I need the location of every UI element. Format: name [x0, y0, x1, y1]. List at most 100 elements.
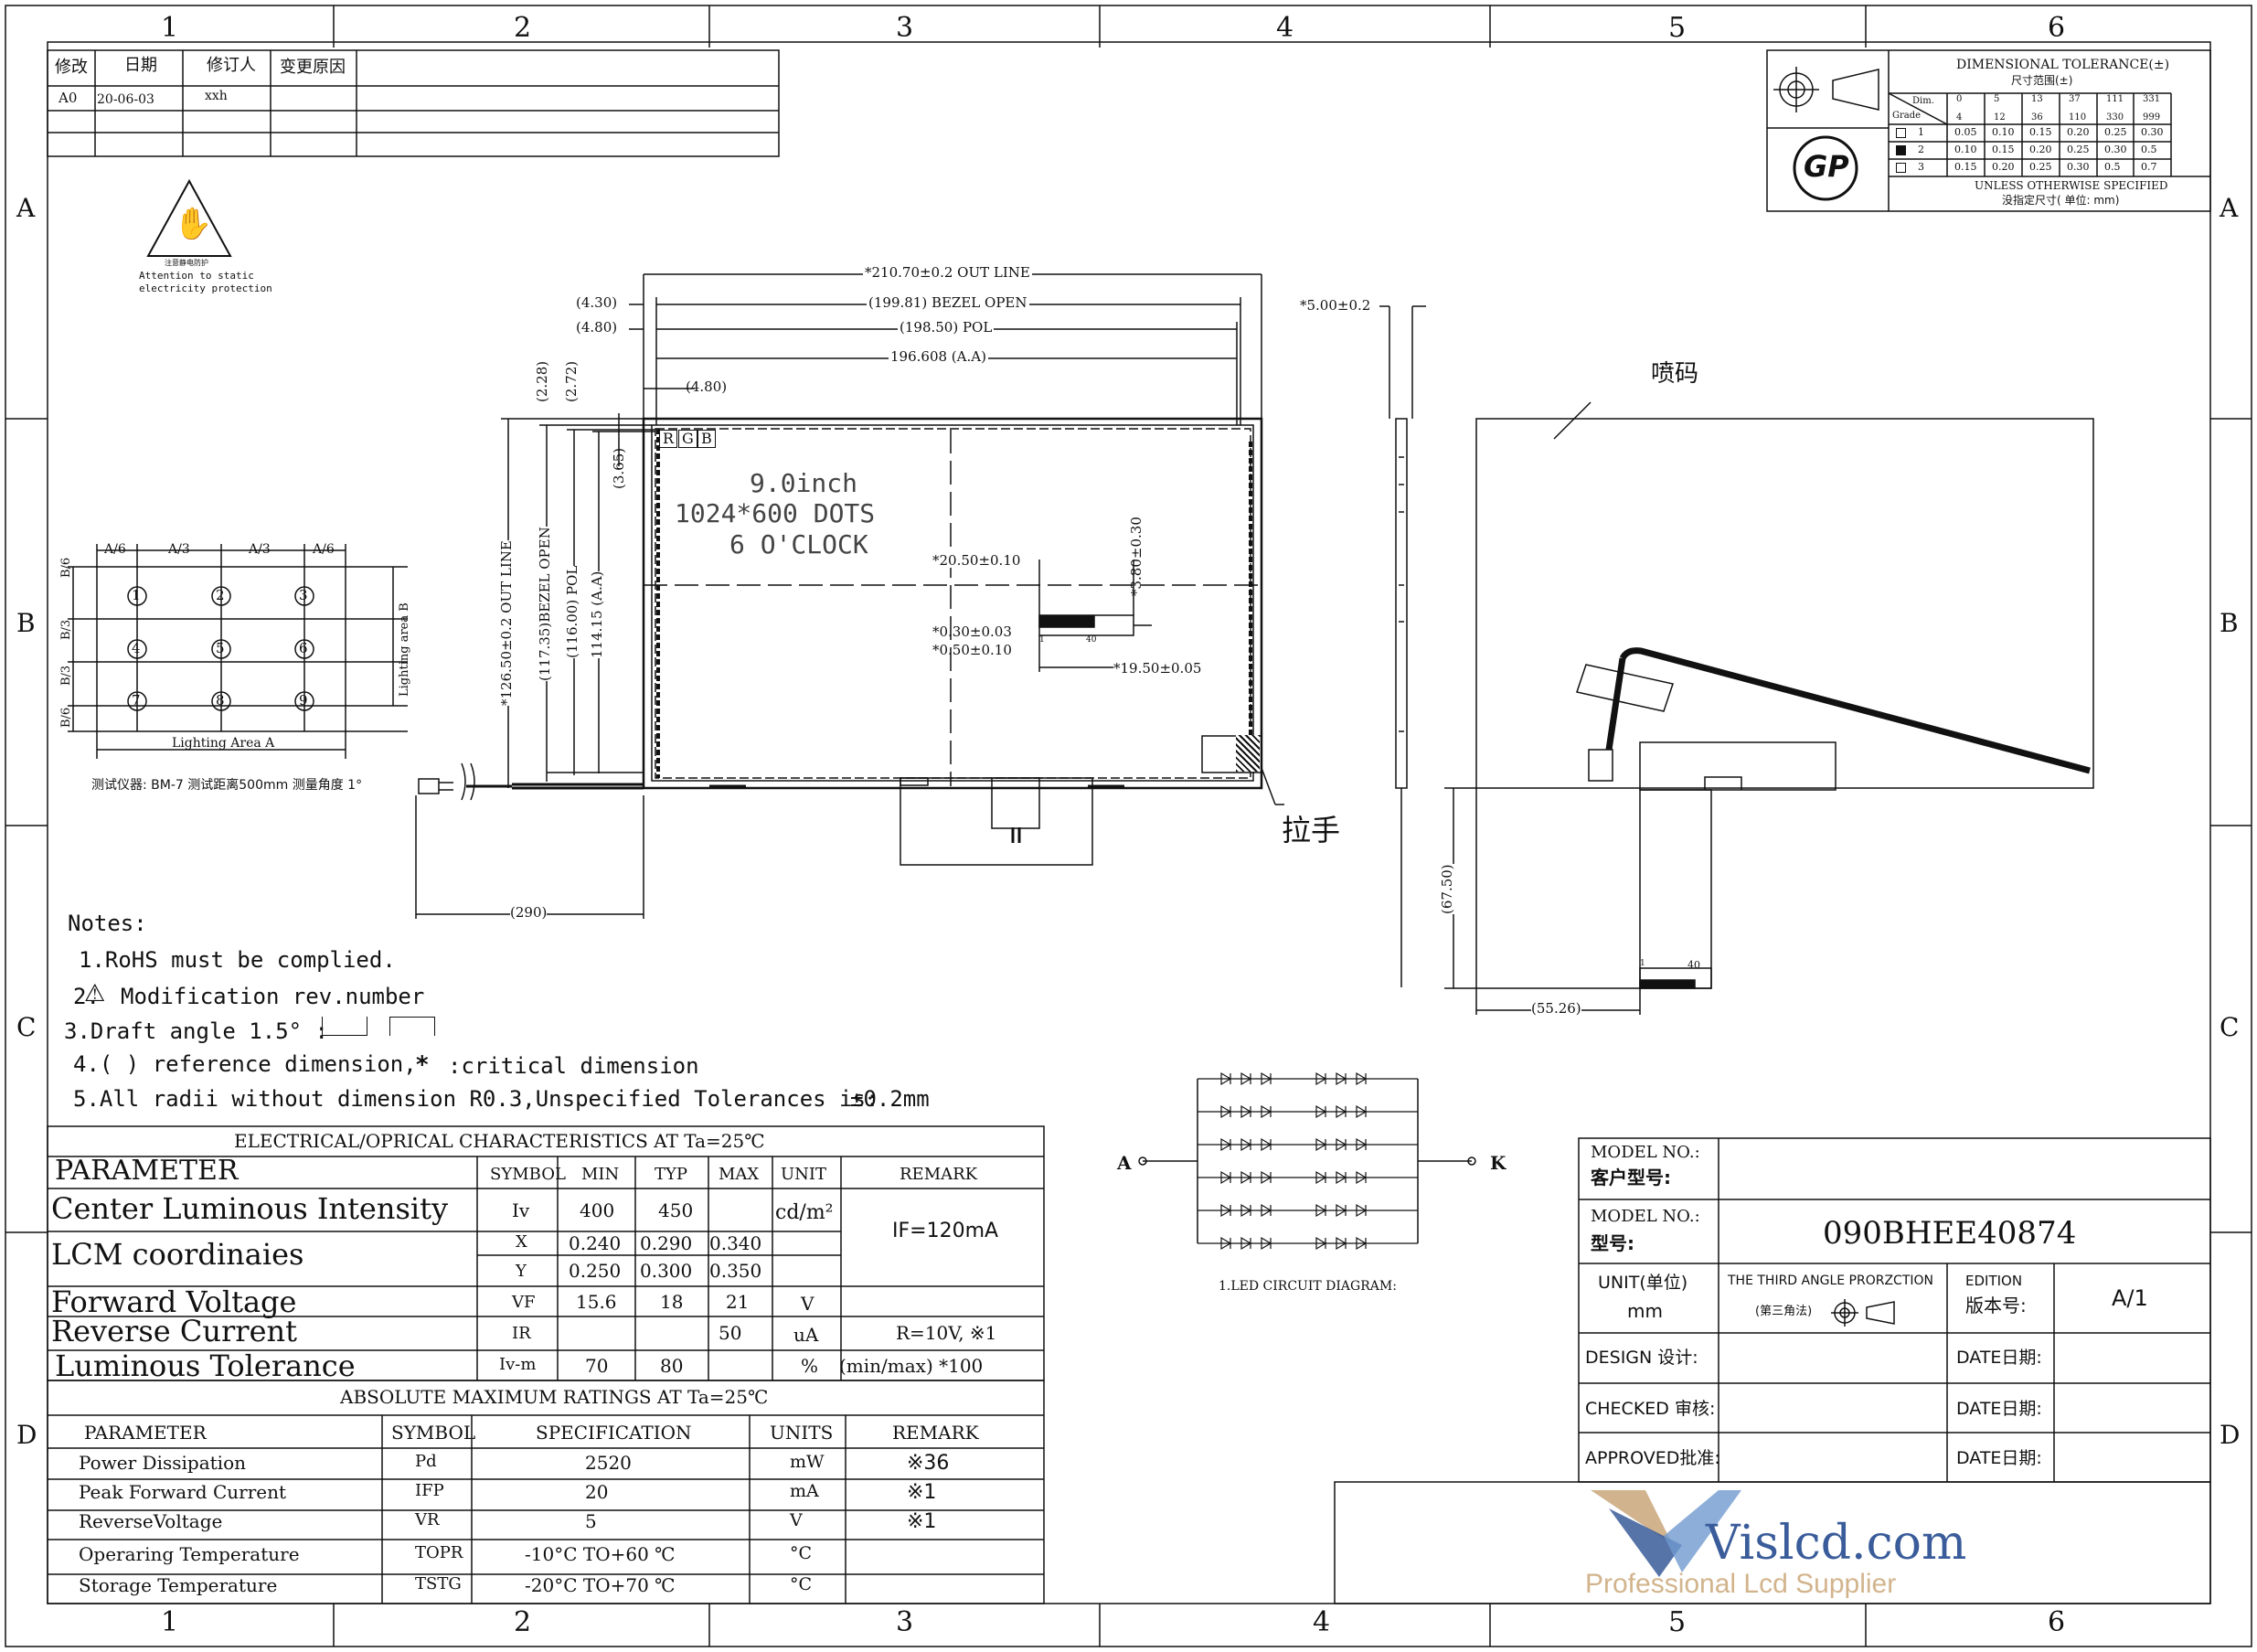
led-diode-icon	[1315, 1104, 1327, 1119]
led-diode-icon	[1336, 1104, 1347, 1119]
note-5b: ±0.2mm	[850, 1086, 930, 1112]
draft-angle-icon-1	[322, 1017, 367, 1036]
grid-col-1-bottom: 1	[161, 1606, 179, 1638]
led-anode: A	[1117, 1152, 1132, 1174]
elec-r4-param: Forward Voltage	[51, 1284, 297, 1319]
abs-row-symbol: IFP	[415, 1481, 444, 1500]
grid-col-6-bottom: 6	[2048, 1606, 2066, 1638]
light-point-1: 1	[132, 587, 141, 603]
abs-row-remark: ※36	[907, 1452, 950, 1475]
elec-r1-typ: 450	[658, 1199, 694, 1221]
tol-dim-label: Dim.	[1912, 96, 1934, 106]
tol-range-from: 111	[2106, 94, 2124, 104]
abs-row-unit: °C	[790, 1543, 813, 1563]
watermark-tagline: Professional Lcd Supplier	[1585, 1569, 1897, 1599]
note-4b: *	[415, 1051, 430, 1079]
dim-aa-width: 196.608 (A.A)	[889, 348, 988, 365]
rev-editor: xxh	[205, 89, 228, 103]
handle-hatch	[1236, 735, 1260, 772]
elec-r3-max: 0.350	[709, 1260, 762, 1282]
elec-r6-typ: 80	[660, 1355, 684, 1377]
rev-header-date: 日期	[124, 56, 157, 75]
abs-row-spec: -10°C TO+60 ℃	[525, 1543, 676, 1565]
elec-r1-param: Center Luminous Intensity	[51, 1191, 449, 1226]
elec-r2-min: 0.240	[569, 1232, 622, 1254]
led-diode-icon	[1261, 1104, 1272, 1119]
tb-date-1: DATE日期:	[1956, 1348, 2042, 1368]
light-point-3: 3	[299, 587, 308, 603]
elec-r3-min: 0.250	[569, 1260, 622, 1282]
light-a3-2: A/3	[249, 542, 271, 557]
led-diode-icon	[1220, 1170, 1232, 1185]
grid-col-3-top: 3	[896, 12, 914, 44]
panel-viewing: 6 O'CLOCK	[729, 529, 868, 560]
elec-r2-typ: 0.290	[640, 1232, 693, 1254]
abs-row-unit: V	[790, 1510, 803, 1530]
elec-r6-min: 70	[585, 1355, 609, 1377]
rev-code: A0	[59, 90, 78, 106]
rgb-r: R	[659, 430, 678, 448]
tol-value: 0.30	[2104, 144, 2127, 155]
tol-title: DIMENSIONAL TOLERANCE(±)	[1956, 58, 2170, 72]
tol-value: 0.10	[1954, 144, 1977, 155]
led-diode-icon	[1315, 1203, 1327, 1218]
elec-h-symbol: SYMBOL	[490, 1165, 566, 1184]
led-diode-icon	[1240, 1104, 1252, 1119]
note-2: Modification rev.number	[121, 984, 425, 1009]
stamp-label: 喷码	[1651, 360, 1699, 388]
elec-r1-min: 400	[580, 1199, 615, 1221]
abs-row-symbol: VR	[415, 1510, 440, 1529]
tol-grade-checkbox	[1896, 128, 1906, 138]
tb-unit-label: UNIT(单位)	[1598, 1273, 1688, 1293]
tol-range-from: 37	[2069, 94, 2081, 104]
note-5: 5.All radii without dimension R0.3,Unspe…	[73, 1086, 879, 1112]
led-diode-icon	[1315, 1170, 1327, 1185]
light-instrument: 测试仪器: BM-7 测试距离500mm 测量角度 1°	[91, 778, 363, 793]
tol-value: 0.20	[1992, 161, 2015, 173]
tb-checked: CHECKED 审核:	[1585, 1399, 1716, 1419]
tol-value: 0.20	[2067, 126, 2090, 138]
esd-cn: 注意静电防护	[165, 259, 208, 267]
tb-edition-cn: 版本号:	[1965, 1295, 2027, 1316]
dim-outline-height: *126.50±0.2 OUT LINE	[498, 540, 515, 706]
tol-value: 0.15	[2029, 126, 2052, 138]
tol-range-to: 4	[1956, 112, 1963, 123]
elec-r5-param: Reverse Current	[51, 1314, 297, 1348]
grid-col-4-bottom: 4	[1313, 1606, 1331, 1638]
led-diode-icon	[1240, 1170, 1252, 1185]
tol-value: 0.25	[2029, 161, 2052, 173]
dim-aa-height: 114.15 (A.A)	[589, 570, 605, 658]
led-diode-icon	[1261, 1137, 1272, 1152]
led-diode-icon	[1261, 1236, 1272, 1251]
elec-h-max: MAX	[719, 1165, 760, 1184]
led-diode-icon	[1356, 1203, 1368, 1218]
light-point-5: 5	[216, 640, 225, 656]
tol-value: 0.10	[1992, 126, 2015, 138]
dim-bezel-height: (117.35)BEZEL OPEN	[537, 527, 553, 681]
led-caption: 1.LED CIRCUIT DIAGRAM:	[1219, 1279, 1397, 1294]
tol-value: 0.25	[2104, 126, 2127, 138]
light-point-6: 6	[299, 640, 308, 656]
led-diode-icon	[1336, 1236, 1347, 1251]
grid-col-2-bottom: 2	[514, 1606, 532, 1638]
grid-col-5-bottom: 5	[1668, 1606, 1687, 1638]
abs-h-param: PARAMETER	[84, 1422, 207, 1444]
tol-value: 0.15	[1954, 161, 1977, 173]
tol-range-to: 12	[1994, 112, 2006, 123]
dim-fpc-t1: *0.30±0.03	[932, 623, 1012, 640]
light-area-a: Lighting Area A	[172, 736, 275, 751]
tol-value: 0.5	[2141, 144, 2157, 155]
elec-r1-symbol: Iv	[512, 1199, 530, 1221]
tol-value: 0.05	[1954, 126, 1977, 138]
elec-r5-symbol: IR	[512, 1324, 531, 1343]
grid-col-2-top: 2	[514, 12, 532, 44]
tol-value: 0.30	[2067, 161, 2090, 173]
elec-r6-unit: %	[801, 1355, 819, 1377]
tol-range-to: 999	[2143, 112, 2161, 123]
tol-grade: 1	[1918, 126, 1924, 138]
led-diode-icon	[1356, 1104, 1368, 1119]
tol-value: 0.25	[2067, 144, 2090, 155]
grid-row-c-left: C	[16, 1012, 37, 1042]
elec-r4-unit: V	[801, 1293, 814, 1315]
tol-grade: 3	[1918, 161, 1924, 173]
